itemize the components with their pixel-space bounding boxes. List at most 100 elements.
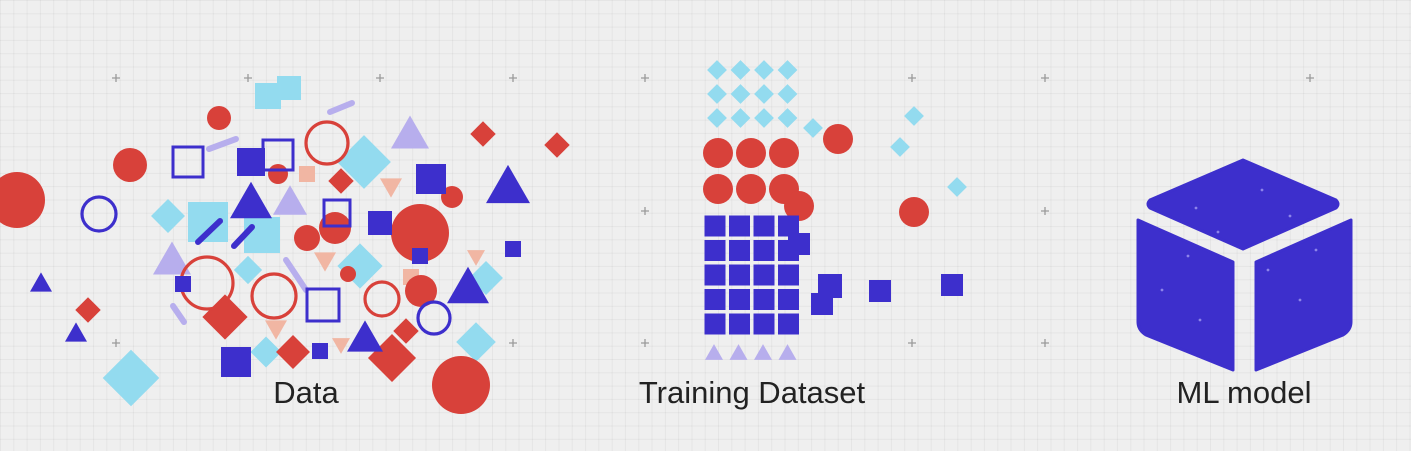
cube-texture-dot (1288, 214, 1292, 218)
square-shape (753, 240, 775, 261)
square-shape (255, 83, 281, 109)
dash-shape (206, 136, 239, 152)
square-shape (729, 264, 750, 286)
square-shape (244, 217, 280, 253)
triangle-shape (265, 320, 287, 340)
crosshair-mark (376, 74, 384, 82)
circle-shape (441, 186, 463, 208)
square-shape (778, 313, 799, 335)
crosshair-mark (1306, 74, 1314, 82)
diamond-shape (337, 135, 391, 189)
circle-shape (391, 204, 449, 262)
square-shape (811, 293, 833, 315)
circle-shape (207, 106, 231, 130)
diamond-shape (367, 333, 417, 383)
crosshair-mark (1041, 207, 1049, 215)
cube-right-face (1254, 218, 1353, 372)
diamond-shape (730, 108, 751, 128)
ring-shape (304, 120, 350, 166)
triangle-shape (273, 185, 307, 215)
circle-shape (823, 124, 853, 154)
crosshair-mark (908, 339, 916, 347)
diamond-shape (730, 60, 751, 80)
diamond-shape (456, 322, 496, 362)
diamond-shape (470, 121, 496, 147)
diamond-shape (151, 199, 185, 233)
square-shape (704, 289, 726, 310)
square-shape (312, 343, 328, 359)
cube-top-face (1146, 158, 1340, 251)
cube-texture-dot (1266, 268, 1270, 272)
cube-texture-dot (1298, 298, 1302, 302)
triangle-shape (486, 164, 530, 204)
cube-left-face (1136, 218, 1235, 372)
square-shape (778, 215, 799, 237)
diamond-shape (803, 118, 823, 138)
square-shape (704, 264, 726, 286)
circle-shape (769, 138, 799, 168)
circle-shape (784, 191, 814, 221)
diamond-shape (947, 177, 967, 197)
square-shape (412, 248, 428, 264)
triangle-shape (153, 241, 191, 275)
triangle-shape (332, 338, 350, 354)
diamond-shape (202, 294, 248, 340)
square-shape (277, 76, 301, 100)
circle-shape (899, 197, 929, 227)
triangle-shape (230, 181, 272, 219)
circle-shape (340, 266, 356, 282)
ring-shape (416, 300, 452, 336)
ml-model-label: ML model (1176, 375, 1312, 410)
triangle-shape (447, 266, 489, 304)
diamond-shape (544, 132, 570, 158)
circle-shape (703, 174, 733, 204)
diamond-shape (75, 297, 101, 323)
diamond-shape (777, 108, 798, 128)
square-shape (704, 313, 726, 335)
cube-texture-dot (1198, 318, 1202, 322)
crosshair-mark (509, 74, 517, 82)
square-outline-shape (322, 198, 352, 228)
diamond-shape (276, 335, 310, 369)
training-dataset-label: Training Dataset (638, 375, 866, 410)
dash-shape (283, 257, 309, 293)
crosshair-mark (1041, 74, 1049, 82)
circle-shape (268, 164, 288, 184)
data-label: Data (273, 375, 339, 410)
square-shape (729, 289, 750, 310)
ring-shape (80, 195, 118, 233)
cube-texture-dot (1186, 254, 1190, 258)
diamond-shape (707, 108, 727, 128)
square-shape (753, 313, 775, 335)
triangle-shape (729, 344, 748, 360)
crosshair-mark (641, 207, 649, 215)
square-shape (704, 215, 726, 237)
circle-shape (294, 225, 320, 251)
diamond-shape (102, 349, 160, 407)
square-shape (416, 164, 446, 194)
circle-shape (432, 356, 490, 414)
square-shape (505, 241, 521, 257)
square-shape (729, 240, 750, 261)
triangle-shape (778, 344, 797, 360)
ring-shape (363, 280, 401, 318)
diamond-shape (754, 60, 774, 80)
diamond-shape (730, 84, 751, 104)
circle-shape (703, 138, 733, 168)
crosshair-mark (244, 74, 252, 82)
square-shape (729, 313, 750, 335)
crosshair-mark (112, 74, 120, 82)
crosshair-mark (1041, 339, 1049, 347)
circle-shape (319, 212, 351, 244)
data-shapes-cloud (0, 76, 570, 414)
diamond-shape (777, 60, 798, 80)
square-shape (221, 347, 251, 377)
dash-shape (195, 218, 223, 245)
circle-shape (736, 138, 766, 168)
ml-model-cube-icon (1136, 158, 1353, 372)
circle-shape (113, 148, 147, 182)
cube-texture-dot (1216, 230, 1220, 234)
crosshair-mark (509, 339, 517, 347)
diamond-shape (328, 168, 354, 194)
